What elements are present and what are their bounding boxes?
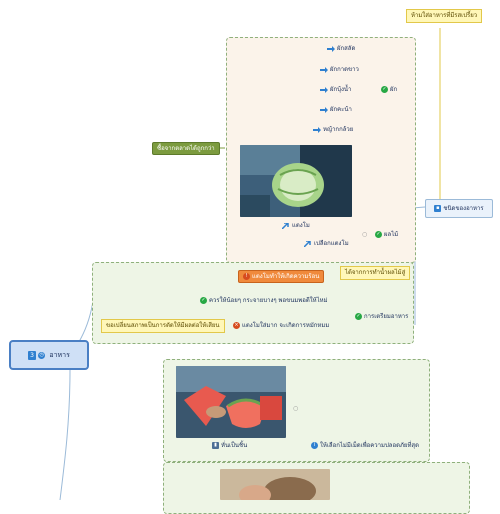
clock-icon: ◷ <box>38 351 46 359</box>
veg-item-2[interactable]: ผักกาดขาว <box>320 66 359 74</box>
arrow-right-icon <box>320 86 328 93</box>
water-note: ✓ควรให้น้อยๆ กระจายบางๆ พอขนมพอดีให้ไหม่ <box>200 297 328 304</box>
warning-icon: ! <box>243 273 250 280</box>
section2-collapse[interactable]: ○ <box>293 405 299 412</box>
feeding-node[interactable]: ✓การเตรียมอาหาร <box>355 313 409 320</box>
juice-tip-note: ได้จากการทำน้ำผลไม้สู่ <box>340 266 411 280</box>
arrow-right-icon <box>282 222 289 229</box>
root-label: อาหาร <box>49 351 70 359</box>
arrow-right-icon <box>304 240 311 247</box>
veg-item-5[interactable]: หญ้ากกล้วย <box>313 126 353 134</box>
check-circle-icon: ✓ <box>355 313 362 320</box>
cut-caption: ▮หั่นเป็นชิ้น <box>212 442 247 450</box>
arrow-right-icon <box>320 106 328 113</box>
close-circle-icon: × <box>233 322 240 329</box>
bar-chart-icon: ▮ <box>212 442 219 449</box>
veg-item-3[interactable]: ผักบุ้งน้ำ <box>320 86 351 94</box>
root-number: 3 <box>28 351 36 360</box>
fruits-node[interactable]: ✓ผลไม้ <box>375 231 399 238</box>
bottom-photo <box>220 469 330 500</box>
fruit-item-watermelon[interactable]: แตงโม <box>282 222 310 230</box>
note-text: ห้ามใส่อาหารที่มีรสเปรี้ยว <box>411 12 478 19</box>
veg-item-4[interactable]: ผักคะน้า <box>320 106 352 114</box>
arrow-right-icon <box>313 126 321 133</box>
danger-chip[interactable]: !แตงโมทำให้เกิดความร้อน <box>238 270 325 283</box>
watermelon-photo <box>240 145 352 217</box>
left-note: ขอเปลี่ยนสภาพเป็นการตัดให้มีผลต่อให้เสีย… <box>101 319 225 333</box>
mind-map-canvas: ห้ามใส่อาหารที่มีรสเปรี้ยว ผักสลัด ผักกา… <box>9 9 493 514</box>
check-circle-icon: ✓ <box>375 231 382 238</box>
cut-watermelon-photo <box>176 366 286 438</box>
check-circle-icon: ✓ <box>200 297 207 304</box>
fruits-collapse[interactable]: ○ <box>362 231 368 238</box>
fermentation-warning: ×แตงโมใส่มาก จะเกิดการหมักหมม <box>233 322 330 329</box>
market-note[interactable]: ซื้อจากตลาดได้ถูกกว่า <box>152 142 220 155</box>
food-types-node[interactable]: ▪ชนิดของอาหาร <box>425 199 493 218</box>
root-node[interactable]: 3 ◷ อาหาร <box>9 340 89 370</box>
fruit-item-rind[interactable]: เปลือกแตงโม <box>304 240 349 248</box>
check-circle-icon: ✓ <box>381 86 388 93</box>
info-icon: i <box>311 442 318 449</box>
arrow-right-icon <box>327 45 335 52</box>
veg-item-1[interactable]: ผักสลัด <box>327 45 355 53</box>
plate-icon: ▪ <box>434 205 442 212</box>
sour-food-note: ห้ามใส่อาหารที่มีรสเปรี้ยว <box>406 9 483 23</box>
vegetables-node[interactable]: ✓ผัก <box>381 86 398 93</box>
arrow-right-icon <box>320 66 328 73</box>
